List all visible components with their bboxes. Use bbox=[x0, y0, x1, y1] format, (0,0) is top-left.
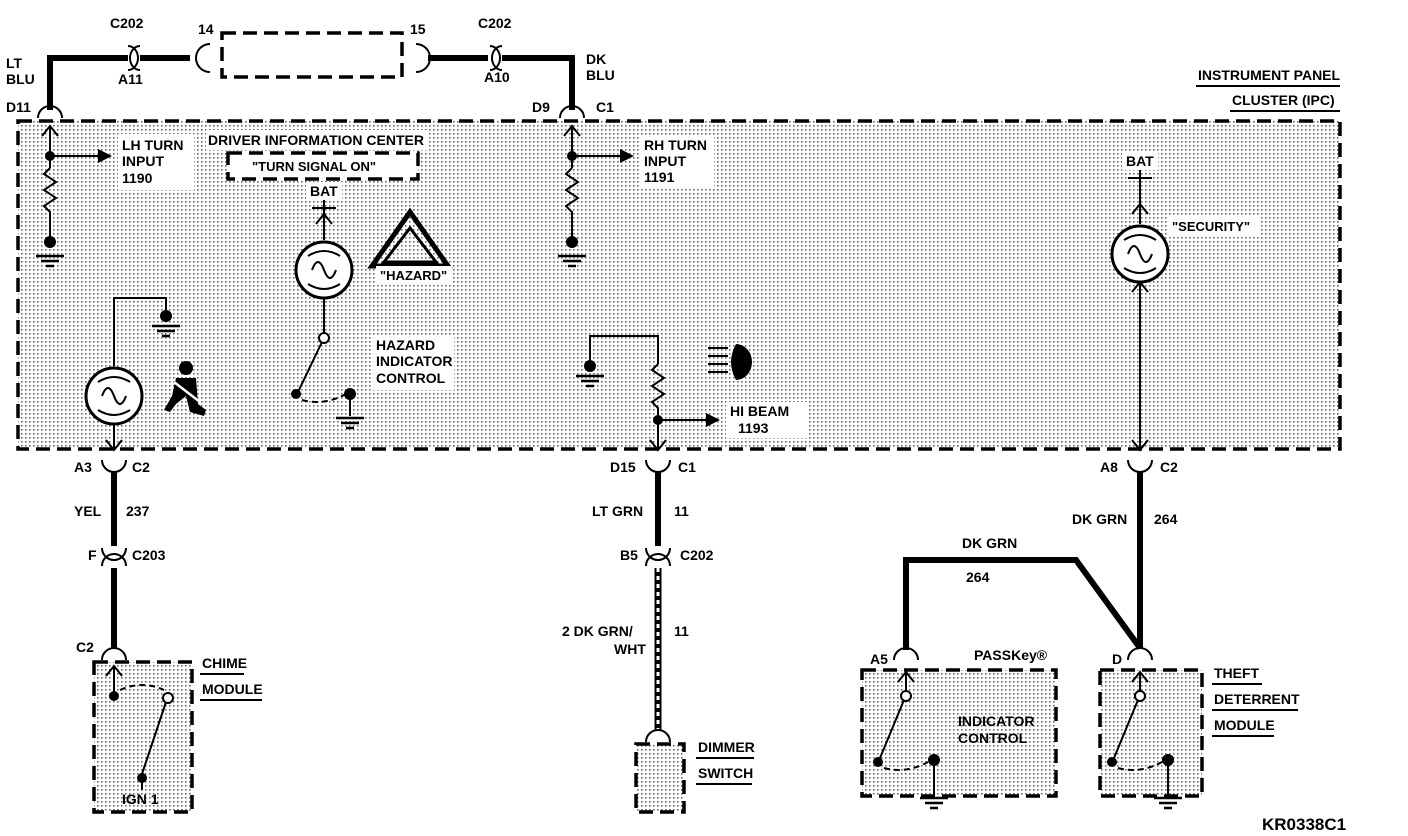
label-dk: DK bbox=[586, 51, 606, 67]
hazard-control-label-2: INDICATOR bbox=[376, 353, 452, 369]
bat-label-hazard: BAT bbox=[310, 183, 338, 199]
wire-237-yel bbox=[101, 472, 127, 661]
hi-beam-icon bbox=[708, 344, 752, 380]
chime-module-switch bbox=[105, 664, 174, 790]
label-dk-grn-right: DK GRN bbox=[1072, 511, 1127, 527]
wire-11 bbox=[645, 472, 671, 743]
chime-label-2: MODULE bbox=[202, 681, 263, 697]
rh-turn-label-2: INPUT bbox=[644, 153, 686, 169]
security-text: "SECURITY" bbox=[1172, 219, 1250, 234]
label-c202-b5: C202 bbox=[680, 547, 714, 563]
label-a8: A8 bbox=[1100, 459, 1118, 475]
ipc-title-line1: INSTRUMENT PANEL bbox=[1198, 67, 1341, 83]
label-d15: D15 bbox=[610, 459, 636, 475]
wire-264 bbox=[893, 472, 1153, 661]
indicator-control-label-1: INDICATOR bbox=[958, 713, 1034, 729]
rh-turn-label-3: 1191 bbox=[644, 169, 675, 185]
lh-turn-input-circuit bbox=[34, 124, 112, 268]
label-blu-left: BLU bbox=[6, 71, 35, 87]
label-b5: B5 bbox=[620, 547, 638, 563]
chime-module-box bbox=[92, 660, 194, 814]
label-dk-grn-middle: DK GRN bbox=[962, 535, 1017, 551]
label-c2-a3: C2 bbox=[132, 459, 150, 475]
theft-label-1: THEFT bbox=[1214, 665, 1260, 681]
bat-label-security: BAT bbox=[1126, 153, 1154, 169]
rh-turn-input-circuit bbox=[556, 124, 634, 268]
label-c2-chime: C2 bbox=[76, 639, 94, 655]
label-c203: C203 bbox=[132, 547, 166, 563]
hi-beam-label-2: 1193 bbox=[738, 420, 769, 436]
dimmer-label-2: SWITCH bbox=[698, 765, 753, 781]
label-11-a: 11 bbox=[674, 503, 689, 519]
passkey-switch bbox=[873, 670, 950, 810]
label-a11: A11 bbox=[118, 71, 143, 87]
ipc-title-line2: CLUSTER (IPC) bbox=[1232, 92, 1335, 108]
seatbelt-indicator-circuit bbox=[84, 297, 182, 452]
label-264-a: 264 bbox=[1154, 511, 1178, 527]
theft-label-2: DETERRENT bbox=[1214, 691, 1300, 707]
seatbelt-icon bbox=[164, 361, 206, 416]
theft-deterrent-switch bbox=[1107, 670, 1184, 810]
passkey-label: PASSKey® bbox=[974, 647, 1048, 663]
turn-signal-on-text: "TURN SIGNAL ON" bbox=[252, 159, 376, 174]
hi-beam-label-1: HI BEAM bbox=[730, 403, 789, 419]
theft-label-3: MODULE bbox=[1214, 717, 1275, 733]
label-f-pin: F bbox=[88, 547, 97, 563]
label-11-b: 11 bbox=[674, 623, 689, 639]
dic-title: DRIVER INFORMATION CENTER bbox=[208, 132, 424, 148]
dimmer-switch-box bbox=[634, 742, 686, 814]
turn-signal-on-box bbox=[226, 151, 420, 181]
reference-code: KR0338C1 bbox=[1262, 815, 1346, 834]
lh-turn-label-2: INPUT bbox=[122, 153, 164, 169]
dimmer-label-1: DIMMER bbox=[698, 739, 755, 755]
label-pin-15: 15 bbox=[410, 21, 426, 37]
label-a10: A10 bbox=[484, 69, 510, 85]
label-d11: D11 bbox=[6, 99, 31, 115]
hazard-text: "HAZARD" bbox=[380, 268, 447, 283]
lh-turn-label-3: 1190 bbox=[122, 170, 153, 186]
label-c1-d15: C1 bbox=[678, 459, 696, 475]
rh-turn-label-1: RH TURN bbox=[644, 137, 707, 153]
indicator-control-label-2: CONTROL bbox=[958, 730, 1028, 746]
label-c202-left: C202 bbox=[110, 15, 144, 31]
ign1-label: IGN 1 bbox=[122, 791, 159, 807]
hazard-control-label-3: CONTROL bbox=[376, 370, 446, 386]
label-264-b: 264 bbox=[966, 569, 990, 585]
label-d9: D9 bbox=[532, 99, 550, 115]
passkey-indicator-box bbox=[860, 668, 1058, 798]
label-c1-top: C1 bbox=[596, 99, 614, 115]
label-c202-right: C202 bbox=[478, 15, 512, 31]
hazard-indicator-circuit bbox=[291, 200, 366, 430]
label-yel: YEL bbox=[74, 503, 102, 519]
label-237: 237 bbox=[126, 503, 150, 519]
label-d-pin: D bbox=[1112, 651, 1122, 667]
top-harness bbox=[37, 31, 585, 119]
label-dk-grn-wht-1: 2 DK GRN/ bbox=[562, 623, 633, 639]
hi-beam-circuit bbox=[574, 335, 720, 452]
label-c2-a8: C2 bbox=[1160, 459, 1178, 475]
theft-deterrent-module-box bbox=[1098, 668, 1204, 798]
security-indicator-circuit bbox=[1110, 170, 1170, 452]
label-dk-grn-wht-2: WHT bbox=[614, 641, 646, 657]
label-pin-14: 14 bbox=[198, 21, 214, 37]
label-a3: A3 bbox=[74, 459, 92, 475]
label-lt-grn: LT GRN bbox=[592, 503, 643, 519]
lh-turn-label-1: LH TURN bbox=[122, 137, 183, 153]
hazard-control-label-1: HAZARD bbox=[376, 337, 435, 353]
label-blu-right: BLU bbox=[586, 67, 615, 83]
label-lt: LT bbox=[6, 55, 23, 71]
label-a5: A5 bbox=[870, 651, 888, 667]
chime-label-1: CHIME bbox=[202, 655, 247, 671]
